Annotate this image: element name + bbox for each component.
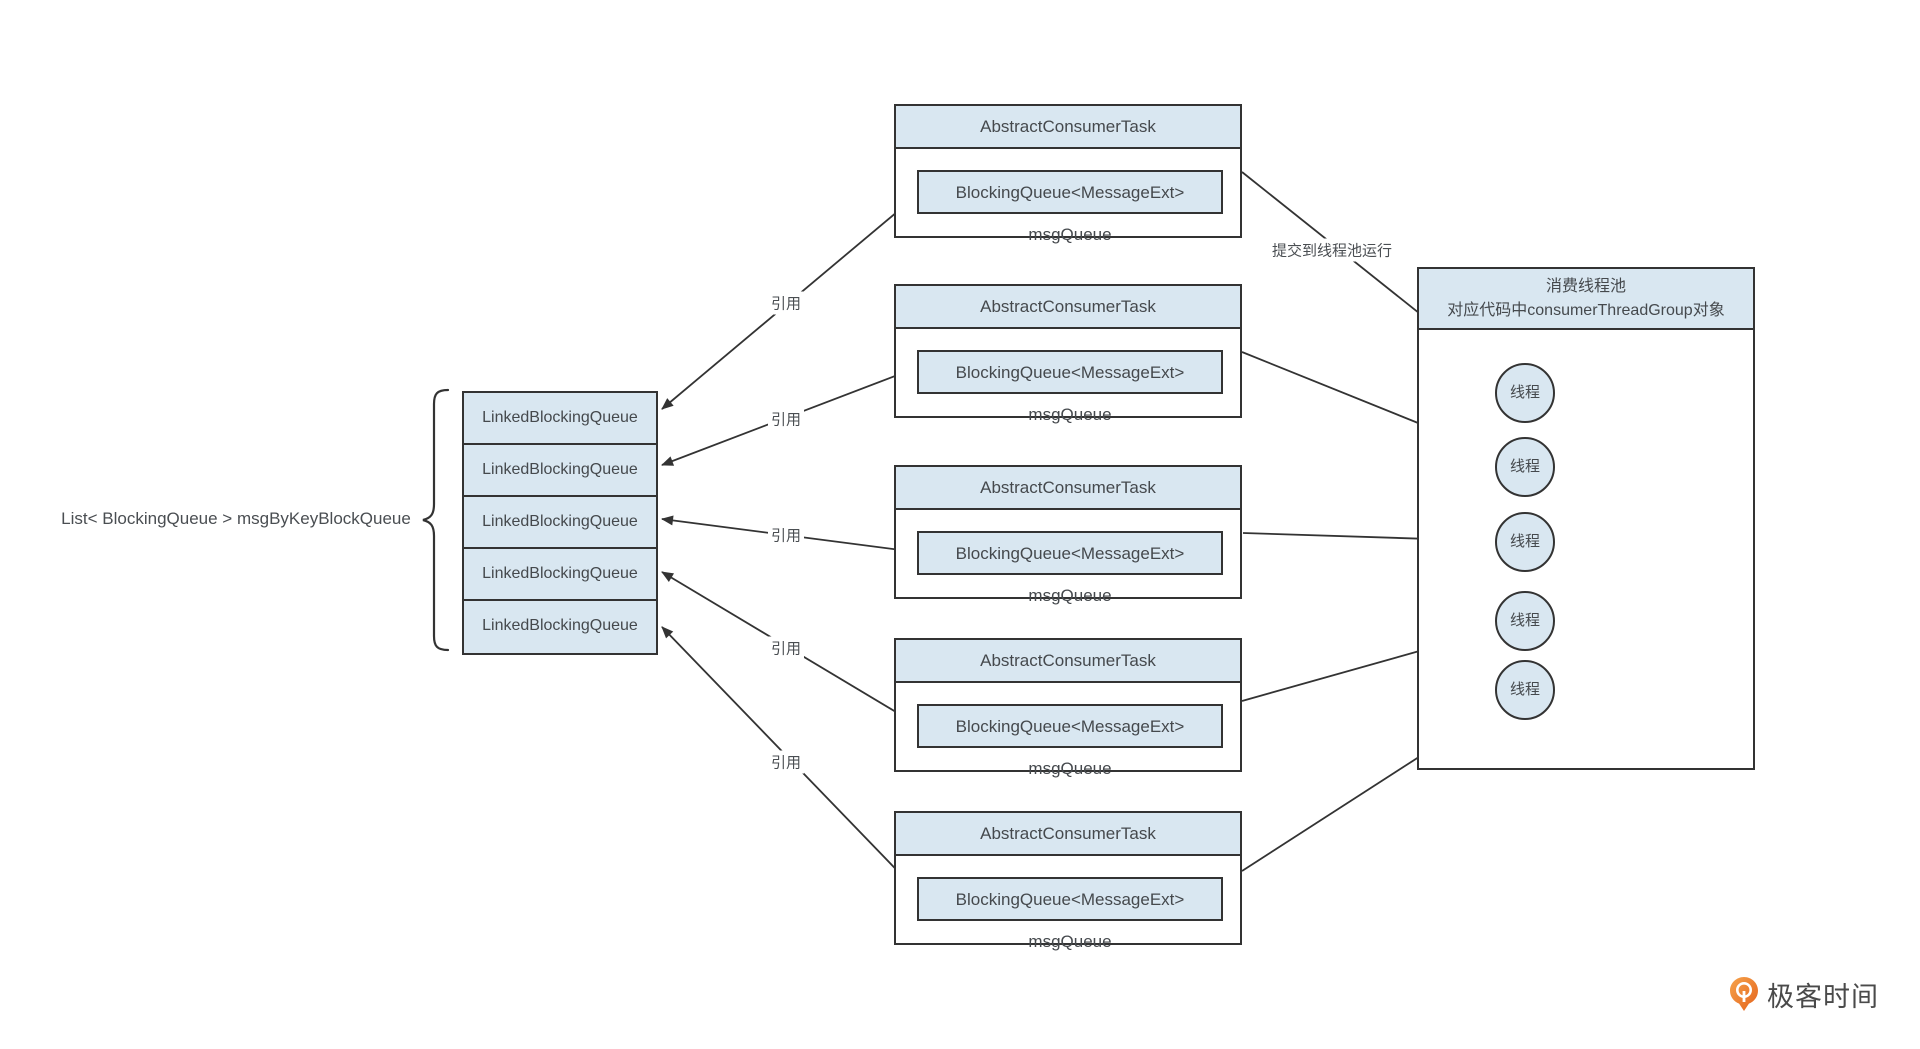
list-declaration-label: List< BlockingQueue > msgByKeyBlockQueue	[61, 509, 411, 528]
task-title: AbstractConsumerTask	[896, 286, 1240, 329]
linked-blocking-queue-box: LinkedBlockingQueue	[464, 601, 656, 653]
thread-circle: 线程	[1495, 591, 1555, 651]
msg-queue-field: BlockingQueue<MessageExt> msgQueue	[917, 531, 1223, 605]
reference-edge-label: 引用	[767, 291, 805, 315]
task-title: AbstractConsumerTask	[896, 640, 1240, 683]
thread-pool-title: 消费线程池 对应代码中consumerThreadGroup对象	[1419, 269, 1753, 330]
task-title: AbstractConsumerTask	[896, 106, 1240, 149]
reference-edge-label: 引用	[767, 636, 805, 660]
thread-pool-title-line2: 对应代码中consumerThreadGroup对象	[1447, 302, 1725, 319]
task-title: AbstractConsumerTask	[896, 467, 1240, 510]
thread-pool-box: 消费线程池 对应代码中consumerThreadGroup对象	[1417, 267, 1755, 770]
submit-edge-label: 提交到线程池运行	[1268, 238, 1396, 262]
geektime-logo-icon	[1730, 977, 1758, 1011]
msg-queue-field: BlockingQueue<MessageExt> msgQueue	[917, 170, 1223, 244]
abstract-consumer-task-box: AbstractConsumerTask BlockingQueue<Messa…	[894, 104, 1242, 244]
linked-blocking-queue-box: LinkedBlockingQueue	[464, 549, 656, 601]
msg-queue-field: BlockingQueue<MessageExt> msgQueue	[917, 877, 1223, 951]
linked-blocking-queue-box: LinkedBlockingQueue	[464, 497, 656, 549]
geektime-logo: 极客时间	[1729, 975, 1879, 1014]
reference-edge-label: 引用	[767, 523, 805, 547]
list-brace	[422, 388, 450, 652]
abstract-consumer-task-box: AbstractConsumerTask BlockingQueue<Messa…	[894, 465, 1242, 605]
thread-circle: 线程	[1495, 363, 1555, 423]
thread-circle: 线程	[1495, 660, 1555, 720]
reference-edge-label: 引用	[767, 750, 805, 774]
linked-blocking-queue-box: LinkedBlockingQueue	[464, 445, 656, 497]
abstract-consumer-task-box: AbstractConsumerTask BlockingQueue<Messa…	[894, 811, 1242, 951]
msg-queue-field: BlockingQueue<MessageExt> msgQueue	[917, 350, 1223, 424]
abstract-consumer-task-box: AbstractConsumerTask BlockingQueue<Messa…	[894, 284, 1242, 424]
abstract-consumer-task-box: AbstractConsumerTask BlockingQueue<Messa…	[894, 638, 1242, 778]
linked-blocking-queue-box: LinkedBlockingQueue	[464, 393, 656, 445]
task-title: AbstractConsumerTask	[896, 813, 1240, 856]
reference-edge-label: 引用	[767, 407, 805, 431]
thread-pool-title-line1: 消费线程池	[1545, 278, 1626, 295]
thread-circle: 线程	[1495, 437, 1555, 497]
msg-queue-field: BlockingQueue<MessageExt> msgQueue	[917, 704, 1223, 778]
geektime-logo-text: 极客时间	[1767, 982, 1879, 1012]
queue-stack: LinkedBlockingQueue LinkedBlockingQueue …	[462, 391, 658, 655]
thread-circle: 线程	[1495, 512, 1555, 572]
